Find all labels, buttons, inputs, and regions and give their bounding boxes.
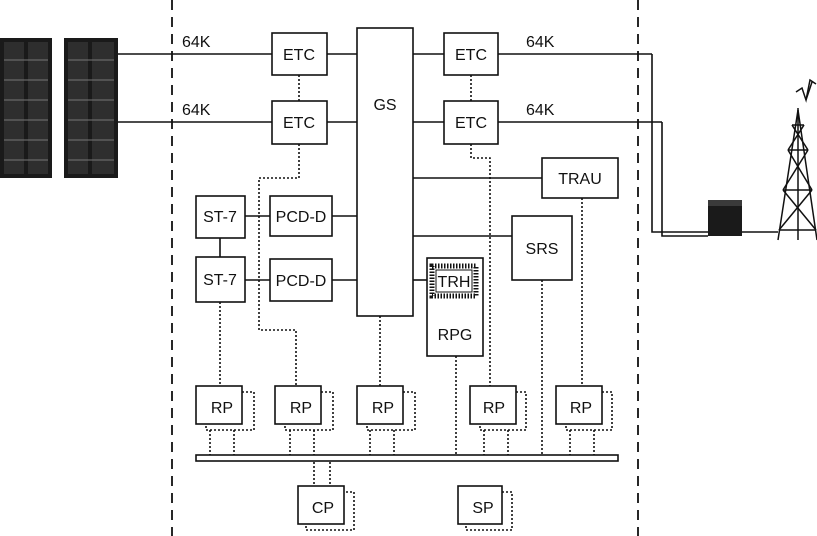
rpg-label: RPG <box>438 327 473 344</box>
link-rate-top-left: 64K <box>182 34 211 51</box>
link-rate-bottom-left: 64K <box>182 102 211 119</box>
trau-label: TRAU <box>558 171 602 188</box>
etc-top-left-box <box>271 32 328 76</box>
st7-upper-box <box>195 195 246 239</box>
pcdd-lower-label: PCD-D <box>276 273 327 290</box>
etc-bottom-right-label: ETC <box>455 115 487 132</box>
rp-unit: RP <box>469 385 527 431</box>
st7-lower-label: ST-7 <box>203 272 237 289</box>
left-rack-icon <box>0 38 52 178</box>
sp-label: SP <box>472 500 493 517</box>
rp-label: RP <box>483 400 505 417</box>
etc-top-right-label: ETC <box>455 47 487 64</box>
antenna-tower-icon <box>777 78 817 241</box>
trunk-lines <box>118 53 778 281</box>
link-rate-top-right: 64K <box>526 34 555 51</box>
rp-label: RP <box>290 400 312 417</box>
rp-unit: RP <box>356 385 416 431</box>
etc-top-left-label: ETC <box>283 47 315 64</box>
rp-unit: RP <box>555 385 613 431</box>
system-bus <box>195 454 619 462</box>
sp-unit: SP <box>457 485 513 531</box>
gs-label: GS <box>373 97 396 114</box>
rp-label: RP <box>372 400 394 417</box>
etc-bottom-left-label: ETC <box>283 115 315 132</box>
pcdd-lower-box <box>269 258 333 302</box>
base-station-cabinet-icon <box>708 200 742 236</box>
rp-label: RP <box>211 400 233 417</box>
etc-bottom-left-box <box>271 100 328 145</box>
rp-unit: RP <box>274 385 334 431</box>
etc-bottom-right-box <box>443 100 499 145</box>
st7-upper-label: ST-7 <box>203 209 237 226</box>
cp-unit: CP <box>297 485 355 531</box>
srs-label: SRS <box>526 241 559 258</box>
link-rate-bottom-right: 64K <box>526 102 555 119</box>
cp-label: CP <box>312 500 334 517</box>
trau-box <box>541 157 619 199</box>
rp-unit: RP <box>195 385 255 431</box>
st7-lower-box <box>195 256 246 303</box>
pcdd-upper-box <box>269 195 333 237</box>
gs-box <box>356 27 414 317</box>
right-rack-icon <box>64 38 118 178</box>
trh-label: TRH <box>438 274 471 291</box>
etc-top-right-box <box>443 32 499 76</box>
control-lines <box>209 75 595 486</box>
rp-label: RP <box>570 400 592 417</box>
srs-box <box>511 215 573 281</box>
pcdd-upper-label: PCD-D <box>276 209 327 226</box>
